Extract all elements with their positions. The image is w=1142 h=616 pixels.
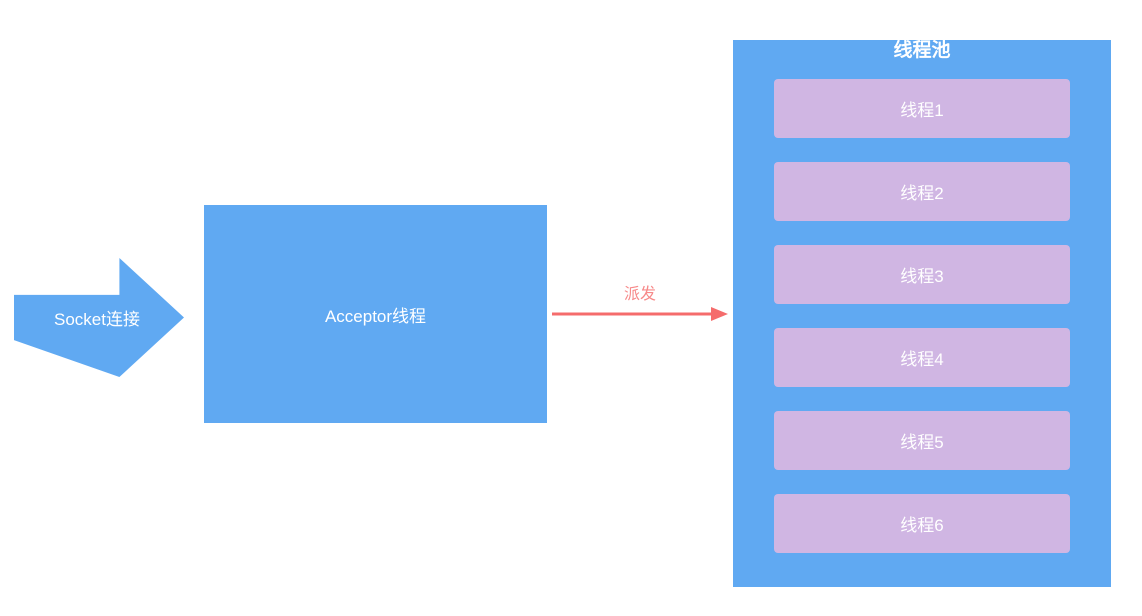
- thread-item: 线程4: [774, 328, 1070, 387]
- thread-pool-container: 线程池 线程1 线程2 线程3 线程4 线程5 线程6: [733, 40, 1111, 587]
- dispatch-arrow-icon: [552, 307, 728, 321]
- socket-connection-arrow-shape: Socket连接: [14, 258, 184, 377]
- dispatch-label: 派发: [623, 286, 656, 303]
- socket-connection-label: Socket连接: [54, 310, 140, 329]
- thread-item: 线程3: [774, 245, 1070, 304]
- thread-item: 线程5: [774, 411, 1070, 470]
- thread-pool-title: 线程池: [893, 40, 951, 61]
- thread-item: 线程6: [774, 494, 1070, 553]
- acceptor-thread-box: Acceptor线程: [204, 205, 547, 423]
- thread-item: 线程2: [774, 162, 1070, 221]
- acceptor-thread-label: Acceptor线程: [324, 306, 427, 326]
- thread-item: 线程1: [774, 79, 1070, 138]
- thread-list: 线程1 线程2 线程3 线程4 线程5 线程6: [774, 79, 1070, 553]
